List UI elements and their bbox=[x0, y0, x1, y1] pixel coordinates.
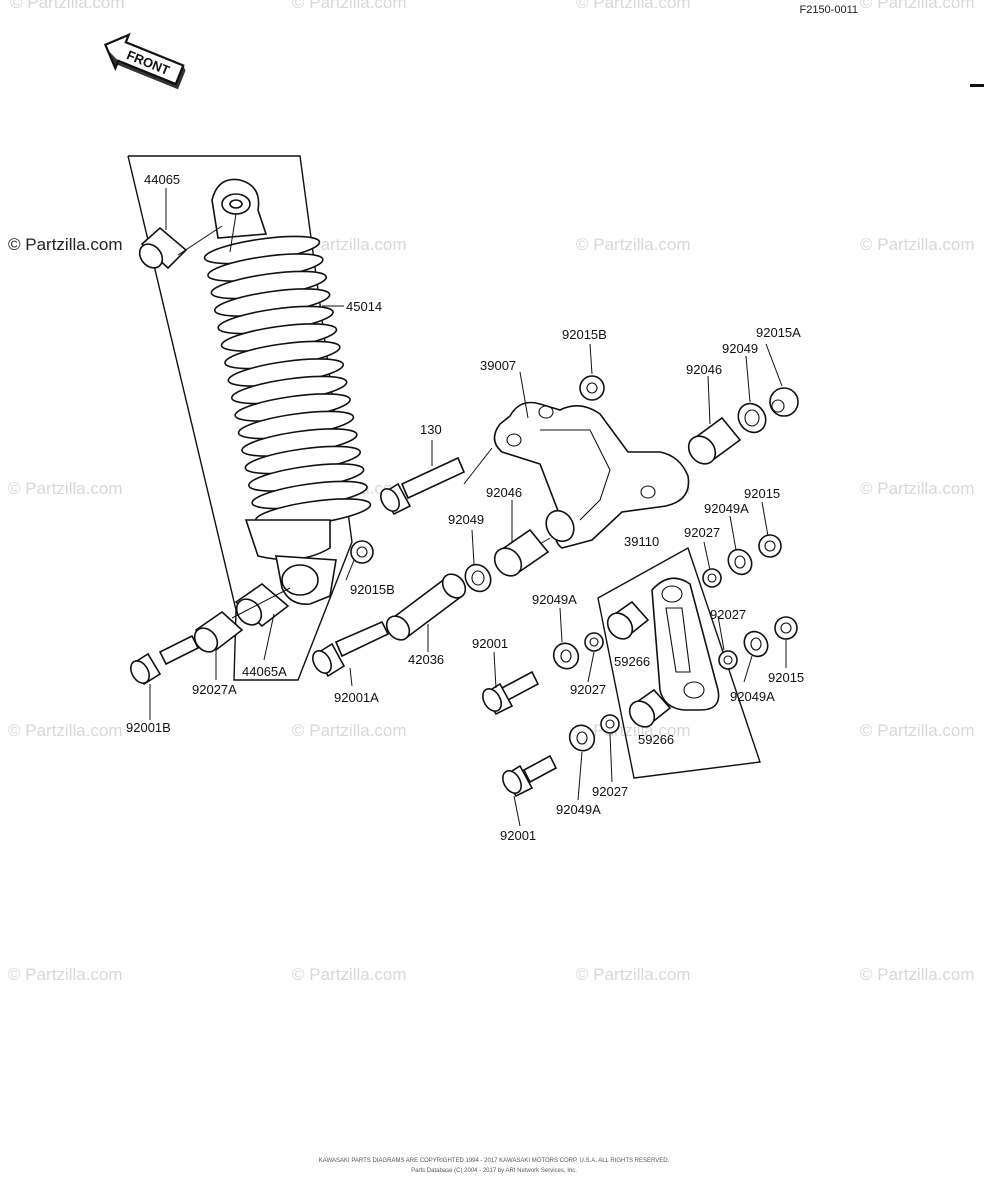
seal-92049-lower bbox=[464, 563, 492, 593]
nut-92015B-upper bbox=[579, 375, 605, 401]
nut-92015-a bbox=[758, 534, 782, 558]
label-39110: 39110 bbox=[624, 534, 659, 549]
watermark: © Partzilla.com bbox=[860, 721, 975, 740]
watermark: © Partzilla.com bbox=[8, 479, 123, 498]
seal-92027-b bbox=[718, 650, 738, 670]
footer-copyright: KAWASAKI PARTS DIAGRAMS ARE COPYRIGHTED … bbox=[318, 1158, 670, 1164]
label-92015-right: 92015 bbox=[768, 670, 804, 685]
watermark: © Partzilla.com bbox=[10, 0, 125, 12]
leader-lines bbox=[149, 188, 787, 827]
watermark: © Partzilla.com bbox=[292, 235, 407, 254]
label-92049: 92049 bbox=[722, 341, 758, 356]
label-92049-left: 92049 bbox=[448, 512, 484, 527]
bolt-92001A bbox=[312, 620, 390, 678]
edge-mark bbox=[970, 84, 984, 87]
collar-44065 bbox=[138, 226, 188, 270]
washer-92049A-a bbox=[727, 548, 753, 576]
label-44065: 44065 bbox=[144, 172, 180, 187]
label-92027-c: 92027 bbox=[570, 682, 606, 697]
label-92049A-top: 92049A bbox=[704, 501, 749, 516]
label-92027-mid: 92027 bbox=[710, 607, 746, 622]
watermark: © Partzilla.com bbox=[860, 965, 975, 984]
sleeve-42036 bbox=[385, 573, 467, 641]
seal-92027-a bbox=[702, 568, 722, 588]
watermark: © Partzilla.com bbox=[860, 479, 975, 498]
footer-database: Parts Database (C) 2004 - 2017 by ARI Ne… bbox=[411, 1168, 577, 1174]
watermark: © Partzilla.com bbox=[8, 965, 123, 984]
label-92015B-bottom: 92015B bbox=[350, 582, 395, 597]
bushing-59266-upper bbox=[606, 600, 650, 640]
cap-92015A bbox=[769, 387, 799, 417]
watermark: © Partzilla.com bbox=[292, 965, 407, 984]
bracket-39007 bbox=[493, 401, 690, 549]
label-39007: 39007 bbox=[480, 358, 516, 373]
diagram-reference-code: F2150-0011 bbox=[799, 4, 858, 16]
label-92027-top: 92027 bbox=[684, 525, 720, 540]
label-92001-mid: 92001 bbox=[472, 636, 508, 651]
tie-rod-group-outline bbox=[597, 546, 761, 779]
label-92001B: 92001B bbox=[126, 720, 171, 735]
watermark: © Partzilla.com bbox=[576, 0, 691, 12]
shock-absorber bbox=[203, 178, 372, 605]
label-92015A: 92015A bbox=[756, 325, 801, 340]
watermark: © Partzilla.com bbox=[860, 235, 975, 254]
seal-92049-upper bbox=[737, 402, 767, 434]
label-45014: 45014 bbox=[346, 299, 382, 314]
nut-92015-b bbox=[774, 616, 798, 640]
front-arrow: FRONT bbox=[103, 32, 186, 90]
bolt-92001B bbox=[130, 634, 200, 686]
label-42036: 42036 bbox=[408, 652, 444, 667]
watermark: © Partzilla.com bbox=[576, 235, 691, 254]
washer-92049A-c bbox=[552, 642, 580, 670]
washer-92049A-b bbox=[743, 630, 769, 658]
label-92001-bottom: 92001 bbox=[500, 828, 536, 843]
tie-rod-39110 bbox=[651, 577, 720, 711]
label-59266-top: 59266 bbox=[614, 654, 650, 669]
bolt-130 bbox=[380, 456, 466, 516]
label-92001A: 92001A bbox=[334, 690, 379, 705]
part-labels: 44065 45014 92015B 39007 92015A 92049 92… bbox=[126, 172, 804, 843]
seal-92027-c bbox=[584, 632, 604, 652]
watermark: © Partzilla.com bbox=[576, 965, 691, 984]
collar-44065A bbox=[234, 582, 290, 628]
bushing-92046-lower bbox=[493, 528, 550, 577]
watermark-overlay: © Partzilla.com bbox=[8, 235, 123, 254]
bolt-92001-mid bbox=[482, 670, 540, 716]
label-92046: 92046 bbox=[486, 485, 522, 500]
label-92027A: 92027A bbox=[192, 682, 237, 697]
label-92049A-right: 92049A bbox=[730, 689, 775, 704]
coil-spring bbox=[203, 235, 372, 527]
label-44065A: 44065A bbox=[242, 664, 287, 679]
nut-92015B-lower bbox=[350, 540, 374, 564]
watermark: © Partzilla.com bbox=[860, 0, 975, 12]
label-92015B-top: 92015B bbox=[562, 327, 607, 342]
label-92049A-mid: 92049A bbox=[532, 592, 577, 607]
bushing-92046-upper bbox=[687, 416, 742, 465]
label-92046-top: 92046 bbox=[686, 362, 722, 377]
watermark: © Partzilla.com bbox=[292, 0, 407, 12]
label-59266-bottom: 59266 bbox=[638, 732, 674, 747]
seal-92027-d bbox=[600, 714, 620, 734]
label-92015-top: 92015 bbox=[744, 486, 780, 501]
label-92027-bottom: 92027 bbox=[592, 784, 628, 799]
watermark: © Partzilla.com bbox=[292, 721, 407, 740]
collar-92027A bbox=[193, 610, 244, 653]
label-130: 130 bbox=[420, 422, 442, 437]
washer-92049A-d bbox=[568, 724, 596, 752]
watermark: © Partzilla.com bbox=[8, 721, 123, 740]
bushing-59266-lower bbox=[628, 688, 672, 728]
label-92049A-bottom: 92049A bbox=[556, 802, 601, 817]
bolt-92001-bottom bbox=[502, 754, 558, 798]
